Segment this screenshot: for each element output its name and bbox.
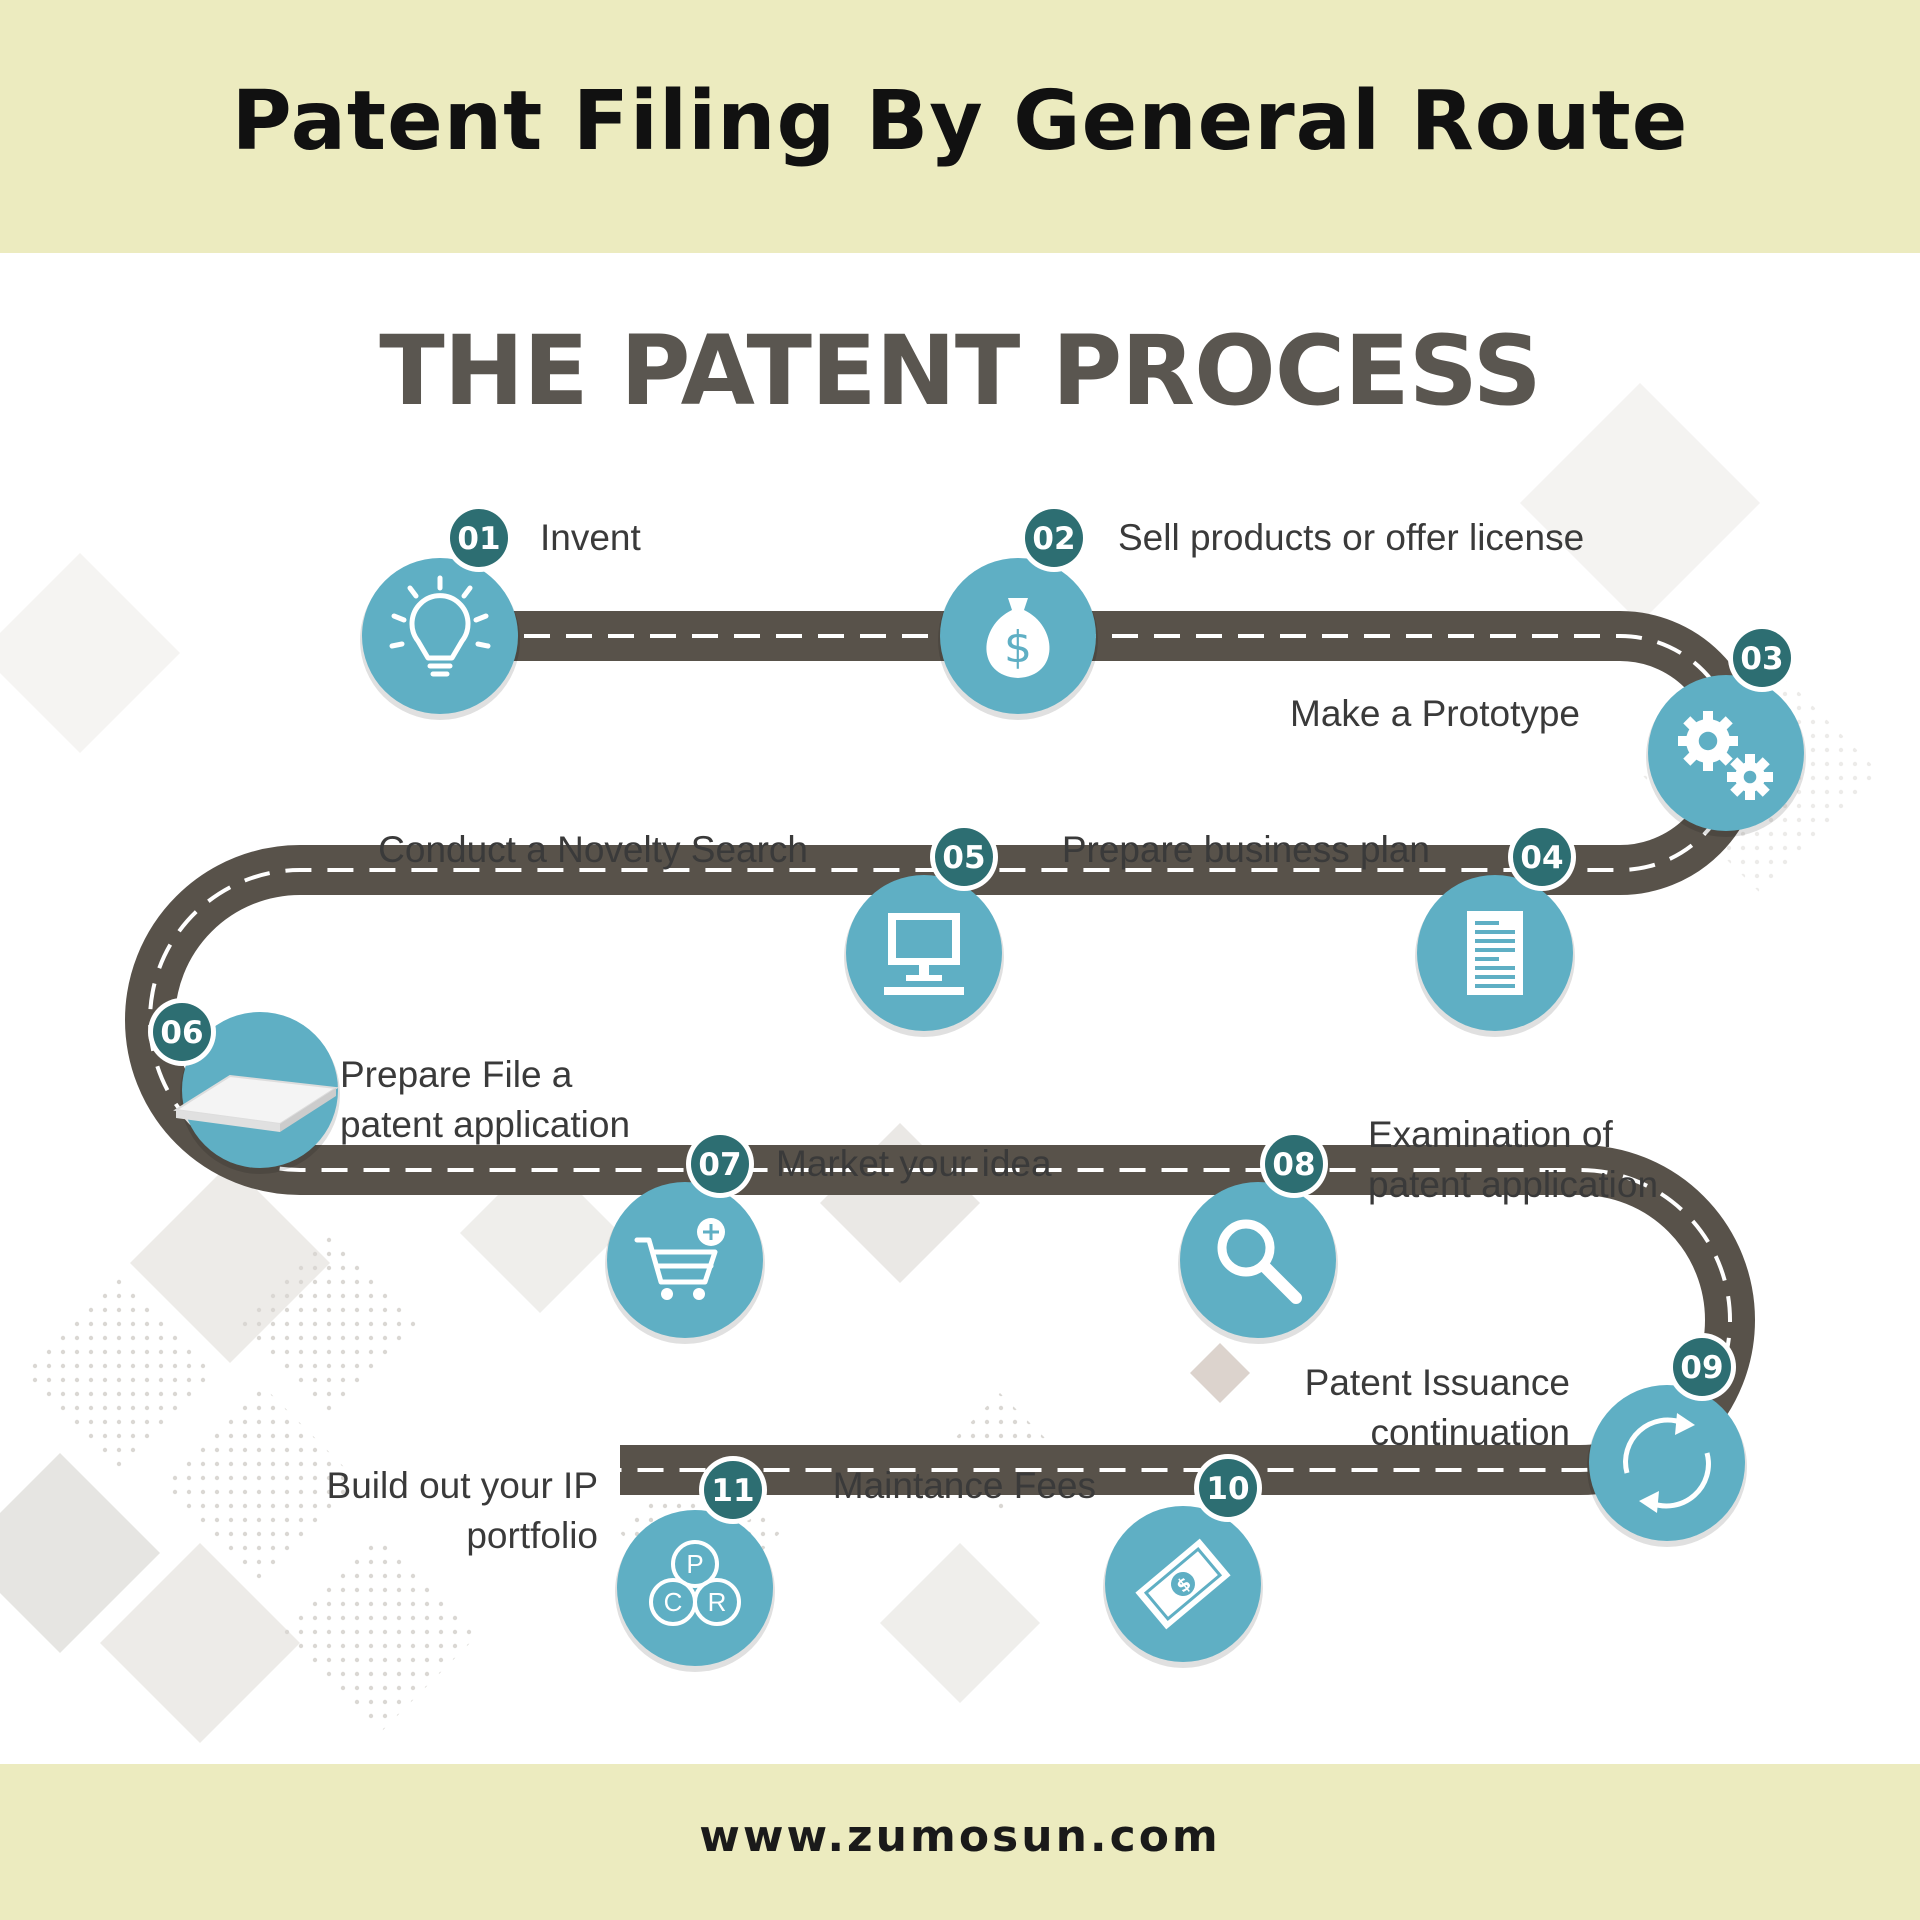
step-03: 03 <box>1646 624 1806 837</box>
step-number: 06 <box>160 1015 203 1051</box>
website-link[interactable]: www.zumosun.com <box>699 1810 1221 1862</box>
step-label: Make a Prototype <box>1290 689 1580 739</box>
step-01: 01 <box>360 504 520 720</box>
refresh-cycle-icon <box>1623 1413 1711 1513</box>
step-01-circle <box>362 558 518 714</box>
svg-text:C: C <box>664 1587 683 1617</box>
step-number-badge: 10 <box>1194 1454 1262 1522</box>
step-number-badge: 05 <box>930 823 998 891</box>
header-band: Patent Filing By General Route <box>0 0 1920 253</box>
money-bag-icon: $ <box>986 598 1050 678</box>
step-label: Sell products or offer license <box>1118 513 1584 563</box>
step-label: Prepare business plan <box>1062 825 1430 875</box>
step-label: Invent <box>540 513 641 563</box>
computer-icon <box>884 913 964 995</box>
step-number: 11 <box>711 1473 754 1509</box>
lightbulb-icon <box>389 575 491 677</box>
svg-text:$: $ <box>1004 622 1032 673</box>
step-number: 02 <box>1032 521 1075 557</box>
step-number: 07 <box>698 1147 741 1183</box>
step-label: Conduct a Novelty Search <box>378 825 808 875</box>
step-05: 05 <box>844 823 1004 1037</box>
step-label: Market your idea <box>776 1139 1052 1189</box>
magnifier-icon <box>1217 1219 1302 1304</box>
step-number-badge: 03 <box>1728 624 1796 692</box>
svg-text:R: R <box>708 1587 727 1617</box>
shopping-cart-icon <box>634 1218 725 1300</box>
step-09: 09 <box>1587 1333 1747 1547</box>
step-08-circle <box>1180 1182 1336 1338</box>
step-number: 01 <box>457 521 500 557</box>
step-label-line: patent application <box>340 1104 631 1145</box>
step-label-line: Market your idea <box>776 1143 1052 1184</box>
step-label-line: Examination of <box>1368 1114 1613 1155</box>
step-label: Build out your IP portfolio <box>327 1461 598 1561</box>
paper-stack-icon <box>173 1074 339 1132</box>
step-label-line: Prepare business plan <box>1061 829 1430 870</box>
step-09-circle <box>1589 1385 1745 1541</box>
step-number-badge: 09 <box>1668 1333 1736 1401</box>
step-number-badge: 01 <box>445 504 513 572</box>
step-04: 04 <box>1415 823 1576 1037</box>
step-label-line: Make a Prototype <box>1290 693 1580 734</box>
gears-icon <box>1678 711 1773 800</box>
footer-band: www.zumosun.com <box>0 1764 1920 1920</box>
step-08: 08 <box>1178 1130 1338 1344</box>
step-label: Examination of patent application <box>1368 1110 1658 1210</box>
step-number-badge: 07 <box>686 1130 754 1198</box>
step-label-line: Sell products or offer license <box>1118 517 1585 558</box>
step-label-line: Conduct a Novelty Search <box>378 829 808 870</box>
step-label-line: patent application <box>1368 1164 1659 1205</box>
step-07: 07 <box>605 1130 765 1344</box>
step-label-line: Maintance Fees <box>832 1465 1096 1506</box>
step-label-line: Patent Issuance <box>1304 1362 1570 1403</box>
document-icon <box>1467 911 1523 995</box>
step-number: 03 <box>1740 641 1783 677</box>
step-07-circle <box>607 1182 763 1338</box>
step-number-badge: 02 <box>1020 504 1088 572</box>
step-number-badge: 04 <box>1508 823 1576 891</box>
banknote-icon: $ <box>1135 1538 1231 1630</box>
step-label-line: portfolio <box>466 1515 598 1556</box>
svg-text:P: P <box>686 1549 703 1579</box>
step-06: 06 <box>148 998 340 1174</box>
process-title: THE PATENT PROCESS <box>379 315 1541 427</box>
step-number: 08 <box>1272 1147 1315 1183</box>
step-label: Prepare File a patent application <box>340 1050 630 1150</box>
step-number: 10 <box>1206 1471 1249 1507</box>
step-label-line: Prepare File a <box>340 1054 573 1095</box>
page-title: Patent Filing By General Route <box>231 74 1689 169</box>
step-number: 09 <box>1680 1350 1723 1386</box>
step-02: $02 <box>938 504 1098 720</box>
step-label-line: Invent <box>540 517 641 558</box>
step-label-line: continuation <box>1370 1412 1570 1453</box>
step-number: 05 <box>942 840 985 876</box>
step-number-badge: 08 <box>1260 1130 1328 1198</box>
step-label-line: Build out your IP <box>326 1465 598 1506</box>
step-number-badge: 11 <box>699 1456 767 1524</box>
step-10: $10 <box>1103 1454 1263 1668</box>
step-number: 04 <box>1520 840 1563 876</box>
step-label: Patent Issuance continuation <box>1305 1358 1570 1458</box>
step-label: Maintance Fees <box>833 1461 1096 1511</box>
step-number-badge: 06 <box>148 998 216 1066</box>
